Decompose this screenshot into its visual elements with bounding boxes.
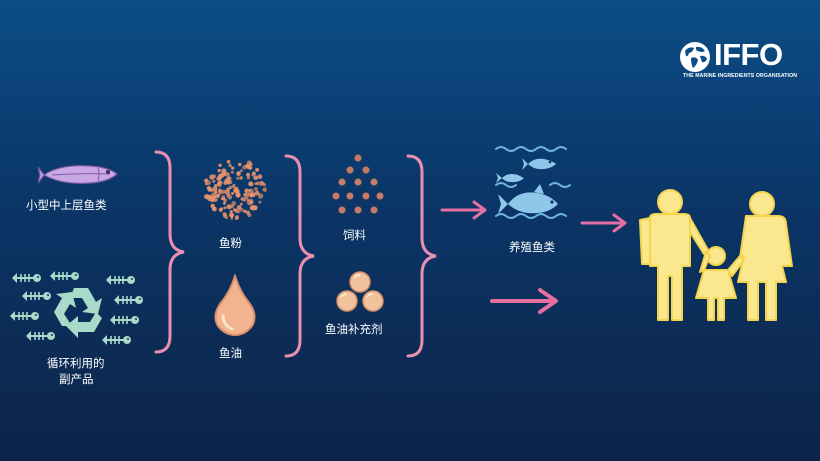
arrow-to-farmed-fish	[440, 200, 487, 220]
small-fish-icon	[38, 165, 118, 184]
logo-wordmark: IFFO	[714, 37, 783, 72]
fishbone-icon	[49, 270, 80, 282]
byproducts-label-line2: 副产品	[59, 372, 94, 386]
fishmeal-label: 鱼粉	[219, 236, 242, 250]
recycle-icon	[54, 288, 102, 338]
fishbone-icon	[25, 330, 56, 342]
fishbone-icon	[11, 272, 42, 284]
fishbone-icon	[101, 334, 132, 346]
family-icon	[639, 189, 793, 321]
arrow-to-people-top	[580, 213, 627, 233]
bracket-sources	[154, 150, 185, 354]
farmed-fish-label: 养殖鱼类	[509, 240, 555, 254]
byproducts-label-line1: 循环利用的	[47, 356, 105, 370]
small-fish-label: 小型中上层鱼类	[26, 198, 107, 212]
oil-drop-icon	[214, 274, 256, 336]
fishbone-icon	[21, 290, 52, 302]
supplement-capsules-icon	[336, 271, 384, 312]
byproducts-cluster	[10, 270, 144, 346]
logo-tagline: THE MARINE INGREDIENTS ORGANISATION	[683, 73, 798, 79]
fishbone-icon	[109, 314, 140, 326]
iffo-logo: IFFO THE MARINE INGREDIENTS ORGANISATION	[678, 38, 800, 84]
fishbone-icon	[113, 294, 144, 306]
feed-pellets-icon	[332, 154, 384, 214]
farmed-fish-icon	[495, 146, 571, 219]
fish-oil-label: 鱼油	[219, 346, 242, 360]
feed-label: 饲料	[343, 228, 366, 242]
supplements-label: 鱼油补充剂	[325, 322, 383, 336]
bracket-products	[406, 154, 437, 358]
globe-icon	[680, 42, 710, 72]
fishmeal-icon	[203, 159, 267, 220]
fishbone-icon	[105, 274, 136, 286]
bracket-ingredients	[284, 154, 315, 358]
arrow-to-people-bottom	[490, 288, 558, 314]
fishbone-icon	[10, 310, 40, 322]
